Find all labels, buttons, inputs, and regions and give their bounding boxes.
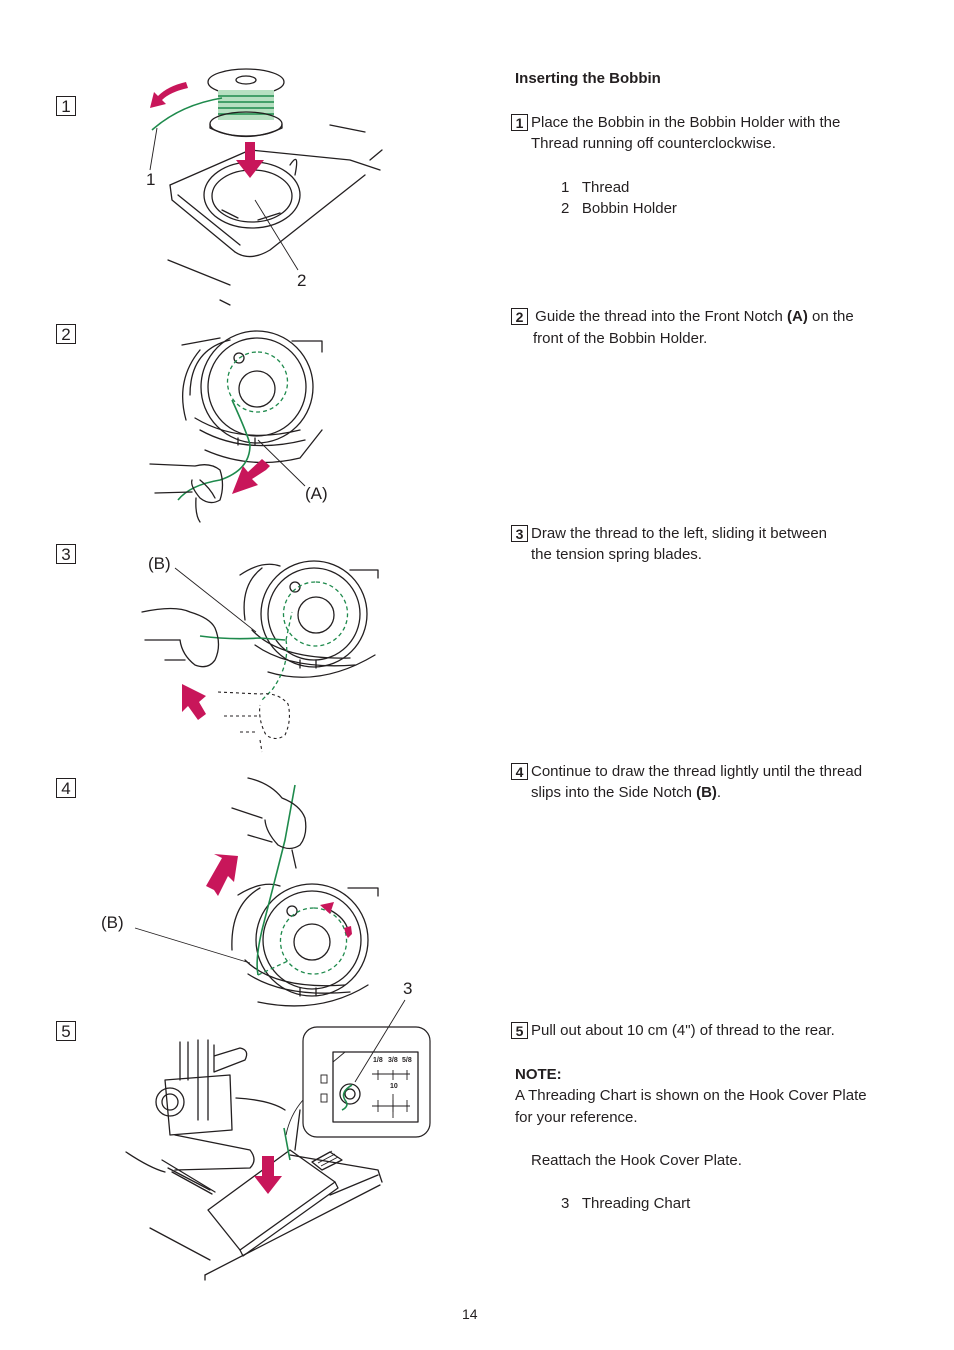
- legend-5-item: 3 Threading Chart: [561, 1195, 691, 1212]
- fig2-callout-a: (A): [305, 484, 328, 503]
- step-5-box: 5: [56, 1021, 76, 1041]
- step-2-box: 2: [56, 324, 76, 344]
- note-line2: for your reference.: [515, 1109, 638, 1126]
- note-line1: A Threading Chart is shown on the Hook C…: [515, 1087, 867, 1104]
- fig1-callout-2: 2: [297, 271, 307, 290]
- page-number: 14: [462, 1306, 478, 1322]
- step-3-line2: the tension spring blades.: [531, 546, 702, 563]
- step-3-box: 3: [56, 544, 76, 564]
- step-1-line2: Thread running off counterclockwise.: [531, 135, 776, 152]
- chart-mark: 10: [390, 1083, 398, 1090]
- fig3-callout-b: (B): [148, 554, 171, 573]
- step-1-num: 1: [511, 114, 528, 131]
- step-1-line1: Place the Bobbin in the Bobbin Holder wi…: [531, 114, 841, 131]
- fig5-callout-3: 3: [403, 979, 413, 998]
- chart-tick-3: 5/8: [402, 1057, 412, 1064]
- fig1-callout-1: 1: [146, 170, 156, 189]
- step-2-num: 2: [511, 308, 528, 325]
- reattach-text: Reattach the Hook Cover Plate.: [531, 1152, 742, 1169]
- step-5-num: 5: [511, 1022, 528, 1039]
- step-3-num: 3: [511, 525, 528, 542]
- legend-1-item-2: 2 Bobbin Holder: [561, 200, 677, 217]
- chart-tick-2: 3/8: [388, 1057, 398, 1064]
- legend-1-item-1: 1 Thread: [561, 179, 630, 196]
- fig4-callout-b: (B): [101, 913, 124, 932]
- note-label: NOTE:: [515, 1066, 562, 1083]
- step-2-text: 2 Guide the thread into the Front Notch …: [511, 306, 854, 328]
- step-4-box: 4: [56, 778, 76, 798]
- step-4-line2: slips into the Side Notch (B).: [531, 784, 722, 801]
- step-2-line2: front of the Bobbin Holder.: [533, 330, 708, 347]
- step-1-box: 1: [56, 96, 76, 116]
- chart-tick-1: 1/8: [373, 1057, 383, 1064]
- step-4-num: 4: [511, 763, 528, 780]
- section-title: Inserting the Bobbin: [515, 70, 661, 87]
